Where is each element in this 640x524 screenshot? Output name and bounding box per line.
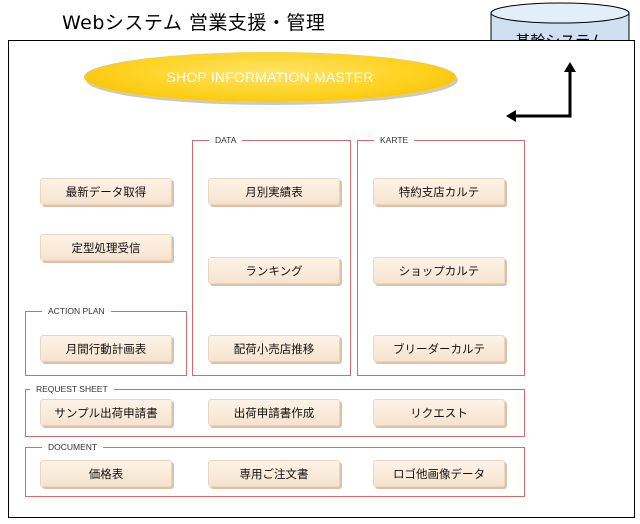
ranking-button[interactable]: ランキング (208, 257, 340, 284)
action-plan-section-label: ACTION PLAN (42, 305, 111, 317)
request-sheet-section-label: REQUEST SHEET (30, 383, 114, 395)
document-section: DOCUMENT (25, 441, 525, 497)
sample-request-button[interactable]: サンプル出荷申請書 (40, 399, 172, 426)
document-section-label: DOCUMENT (42, 441, 104, 453)
karte-section-label: KARTE (374, 134, 415, 146)
request-button[interactable]: リクエスト (373, 399, 505, 426)
latest-data-button[interactable]: 最新データ取得 (40, 178, 172, 205)
data-section-label: DATA (209, 134, 243, 146)
action-plan-section: ACTION PLAN (25, 305, 187, 376)
order-form-button[interactable]: 専用ご注文書 (208, 460, 340, 487)
shop-karte-button[interactable]: ショップカルテ (373, 257, 505, 284)
breeder-karte-button[interactable]: ブリーダーカルテ (373, 335, 505, 362)
logo-images-button[interactable]: ロゴ他画像データ (373, 460, 505, 487)
price-list-button[interactable]: 価格表 (40, 460, 172, 487)
monthly-results-button[interactable]: 月別実績表 (208, 178, 340, 205)
special-branch-karte-button[interactable]: 特約支店カルテ (373, 178, 505, 205)
monthly-plan-button[interactable]: 月間行動計画表 (40, 335, 172, 362)
request-sheet-section: REQUEST SHEET (25, 383, 525, 437)
page-title: Webシステム 営業支援・管理 (62, 12, 326, 34)
karte-section: KARTE (357, 134, 525, 376)
shop-information-master-banner[interactable]: SHOP INFORMATION MASTER (84, 52, 456, 102)
shipping-request-button[interactable]: 出荷申請書作成 (208, 399, 340, 426)
retailer-trend-button[interactable]: 配荷小売店推移 (208, 335, 340, 362)
data-section: DATA (192, 134, 351, 376)
data-sync-arrow-icon (506, 62, 576, 122)
scheduled-receive-button[interactable]: 定型処理受信 (40, 234, 172, 261)
